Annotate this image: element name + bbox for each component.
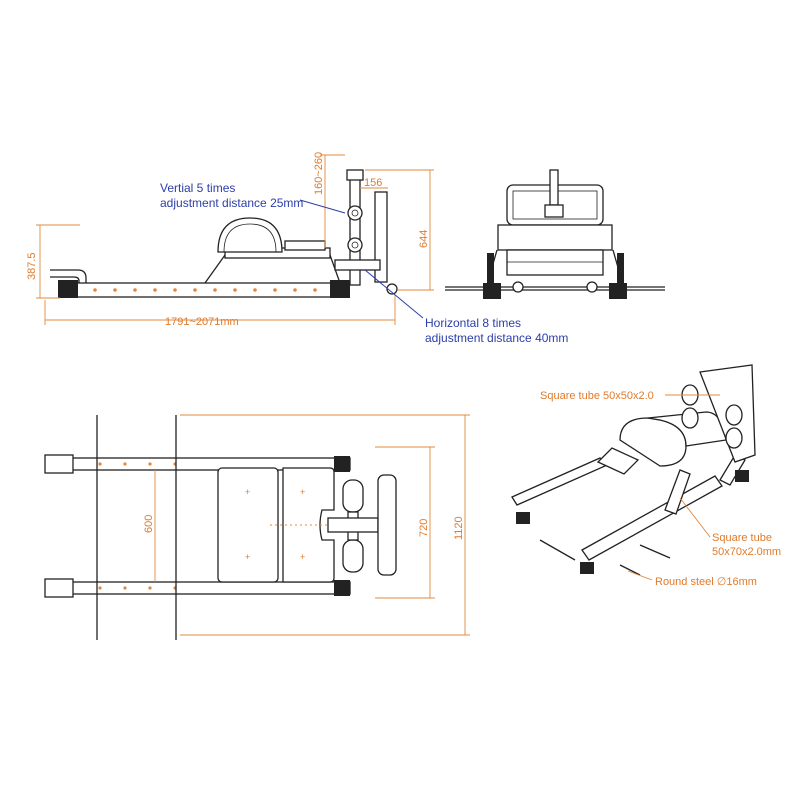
side-base-bar: [69, 282, 346, 298]
top-rail-holes: [98, 462, 177, 590]
top-pad-left: [217, 467, 279, 583]
top-foot-plate: [377, 474, 397, 576]
top-roller-lower: [342, 539, 364, 573]
top-roller-upper: [342, 479, 364, 513]
dim-height: 387.5: [26, 252, 38, 280]
label-square-tube-large-line1: Square tube: [712, 532, 772, 544]
front-plate: [506, 249, 604, 276]
side-foot-left: [58, 280, 78, 298]
label-square-tube-large-line2: 50x70x2.0mm: [712, 546, 781, 558]
side-foot-right: [330, 280, 350, 298]
note-horizontal-line1: Horizontal 8 times: [425, 316, 521, 330]
dim-width-mid: 720: [418, 519, 430, 537]
svg-text:+: +: [300, 552, 305, 562]
front-view: [445, 169, 665, 299]
iso-roller-2: [681, 407, 699, 429]
side-wheel: [386, 283, 398, 295]
dim-pad-height: 160~260: [313, 152, 325, 195]
iso-riser: [664, 469, 691, 515]
side-roller-bottom: [347, 237, 363, 253]
side-hump-pad: [217, 217, 283, 253]
svg-text:+: +: [245, 487, 250, 497]
dim-frame-height: 644: [418, 230, 430, 248]
dim-total-length: 1791~2071mm: [165, 316, 239, 328]
dim-width-outer: 1120: [453, 516, 465, 540]
label-round-steel: Round steel ∅16mm: [655, 576, 757, 588]
top-view: + + + + 600 720 1120: [44, 414, 470, 640]
top-pad-right: [282, 467, 335, 583]
iso-rail-front: [581, 475, 723, 561]
note-horizontal-line2: adjustment distance 40mm: [425, 331, 568, 345]
side-riser: [204, 254, 341, 284]
side-roller-top: [347, 205, 363, 221]
side-base-holes: [93, 288, 317, 292]
note-vertical-line1: Vertial 5 times: [160, 181, 235, 195]
note-vertical-line2: adjustment distance 25mm: [160, 196, 303, 210]
label-square-tube-small: Square tube 50x50x2.0: [540, 390, 654, 402]
side-seat-pad: [284, 240, 326, 251]
top-rail-lower: [49, 581, 351, 595]
svg-text:+: +: [300, 487, 305, 497]
dim-pad-offset: 156: [364, 177, 382, 189]
side-handle: [50, 269, 87, 283]
side-view: 1791~2071mm 387.5 160~260 156 644 Vertia…: [26, 152, 568, 345]
front-seat: [497, 224, 613, 251]
iso-seat-pad: [647, 411, 727, 447]
iso-rail-rear: [511, 457, 606, 506]
iso-view: Square tube 50x50x2.0 Square tube 50x70x…: [511, 364, 781, 588]
dim-width-inner: 600: [143, 515, 155, 533]
svg-text:+: +: [245, 552, 250, 562]
